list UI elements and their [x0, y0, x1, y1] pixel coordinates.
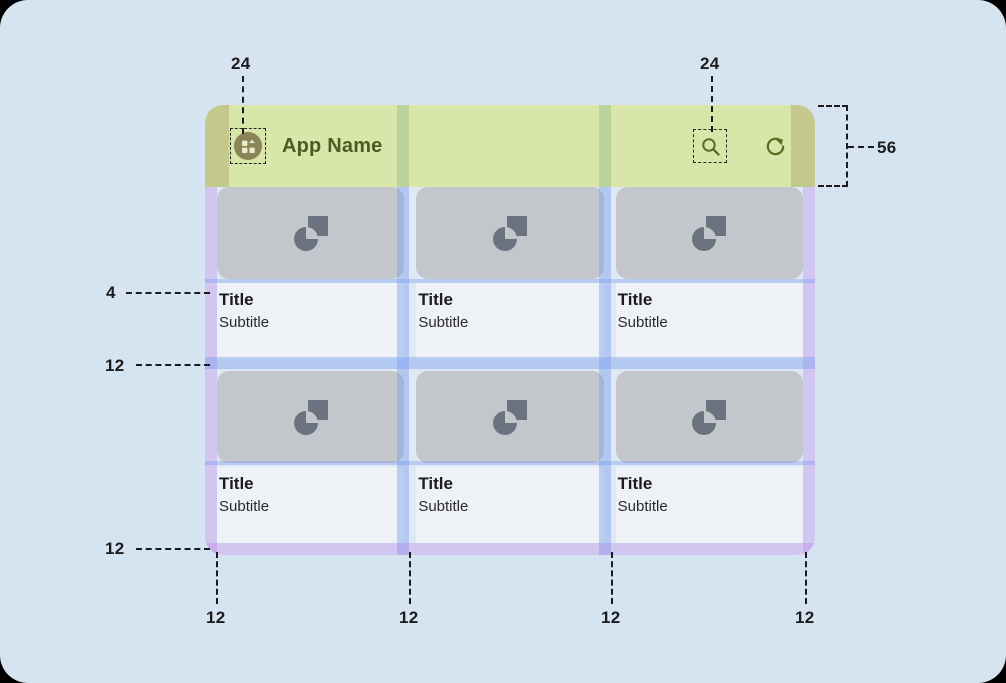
leader-line-image-text-gap	[126, 292, 210, 294]
refresh-icon[interactable]	[761, 132, 789, 160]
app-bar-title: App Name	[282, 134, 383, 157]
card-subtitle: Subtitle	[418, 498, 469, 516]
card-title: Title	[617, 474, 653, 493]
card-subtitle: Subtitle	[617, 314, 668, 332]
card-text-block: Title Subtitle	[217, 283, 405, 359]
grid-column-gap	[404, 187, 416, 359]
grid-column-gap	[604, 187, 616, 359]
leader-line-menu-inset	[242, 76, 244, 134]
card-subtitle: Subtitle	[418, 314, 469, 332]
card-item[interactable]: Title Subtitle	[416, 187, 604, 359]
leader-line-right-margin	[805, 552, 807, 604]
card-item[interactable]: Title Subtitle	[615, 187, 803, 359]
search-button-measure-box[interactable]	[693, 129, 727, 163]
annotation-column-gap-1: 12	[399, 608, 419, 627]
card-subtitle: Subtitle	[617, 498, 668, 516]
annotation-row-gap: 12	[105, 356, 125, 375]
circle-square-placeholder-icon	[692, 400, 727, 435]
leader-line-appbar-height	[848, 146, 874, 148]
app-bar: App Name	[205, 105, 815, 187]
grid-row-gap	[205, 359, 815, 371]
leader-line-column-gap-2	[611, 552, 613, 604]
card-title: Title	[219, 290, 254, 309]
annotation-image-text-gap: 4	[106, 283, 116, 302]
card-text-block: Title Subtitle	[615, 283, 803, 359]
appbar-left-padding-overlay	[205, 105, 229, 187]
card-image-placeholder	[416, 371, 604, 463]
content-area: Title Subtitle Title	[205, 187, 815, 555]
grid-right-margin	[803, 371, 815, 543]
card-text-block: Title Subtitle	[416, 283, 604, 359]
leader-line-column-gap-1	[409, 552, 411, 604]
annotation-left-margin: 12	[206, 608, 226, 627]
app-layout-mock: App Name	[205, 105, 815, 555]
card-image-placeholder	[217, 371, 405, 463]
card-image-placeholder	[416, 187, 604, 279]
card-item[interactable]: Title Subtitle	[217, 187, 405, 359]
card-title: Title	[418, 290, 453, 309]
annotation-right-margin: 12	[795, 608, 815, 627]
card-grid: Title Subtitle Title	[205, 187, 815, 555]
annotation-menu-inset: 24	[231, 54, 251, 73]
menu-button-measure-box	[230, 128, 266, 164]
leader-line-left-margin	[216, 552, 218, 604]
app-grid-icon[interactable]	[234, 132, 262, 160]
circle-square-placeholder-icon	[293, 400, 328, 435]
annotation-search-inset: 24	[700, 54, 720, 73]
card-item[interactable]: Title Subtitle	[217, 371, 405, 543]
card-text-block: Title Subtitle	[217, 467, 405, 543]
leader-line-bottom-margin	[136, 548, 210, 550]
grid-bottom-margin	[205, 543, 815, 555]
annotation-bottom-margin: 12	[105, 539, 125, 558]
card-title: Title	[219, 474, 254, 493]
bracket-appbar-height	[818, 105, 848, 187]
grid-column-gap	[404, 371, 416, 543]
annotation-column-gap-2: 12	[601, 608, 621, 627]
card-image-placeholder	[615, 187, 803, 279]
leader-line-row-gap	[136, 364, 210, 366]
grid-left-margin	[205, 371, 217, 543]
app-bar-content: App Name	[205, 105, 815, 187]
card-subtitle: Subtitle	[219, 314, 270, 332]
card-item[interactable]: Title Subtitle	[416, 371, 604, 543]
grid-left-margin	[205, 187, 217, 359]
leader-line-search-inset	[711, 76, 713, 132]
card-title: Title	[617, 290, 653, 309]
circle-square-placeholder-icon	[492, 216, 527, 251]
card-title: Title	[418, 474, 453, 493]
grid-column-gap	[604, 371, 616, 543]
grid-right-margin	[803, 187, 815, 359]
appbar-main: App Name	[229, 105, 791, 187]
circle-square-placeholder-icon	[692, 216, 727, 251]
card-subtitle: Subtitle	[219, 498, 270, 516]
card-image-placeholder	[217, 187, 405, 279]
card-text-block: Title Subtitle	[416, 467, 604, 543]
appbar-right-padding-overlay	[791, 105, 815, 187]
card-text-block: Title Subtitle	[615, 467, 803, 543]
circle-square-placeholder-icon	[293, 216, 328, 251]
circle-square-placeholder-icon	[492, 400, 527, 435]
annotation-appbar-height: 56	[877, 138, 897, 157]
card-item[interactable]: Title Subtitle	[615, 371, 803, 543]
search-icon	[701, 137, 720, 156]
card-image-placeholder	[615, 371, 803, 463]
